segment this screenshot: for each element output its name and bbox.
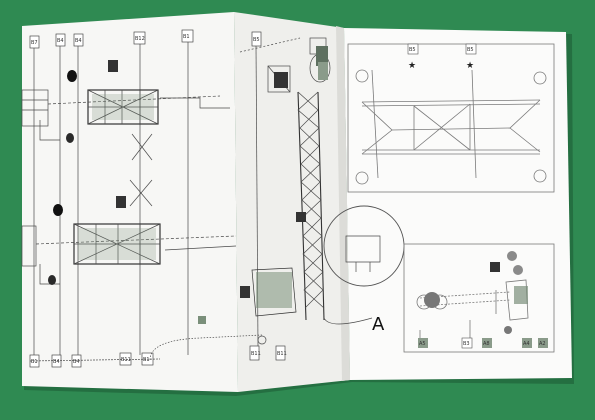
- label-left-top-3: B4: [75, 38, 82, 44]
- left-labels: B7 B4 B4 B12 B1 B1 B4 B4 B11 B1: [31, 34, 190, 365]
- right-diagram: [347, 43, 555, 353]
- star-icon: ★: [408, 61, 416, 71]
- label-left-bottom-5: B1: [143, 357, 150, 363]
- right-labels: B5 B5 A5 B3 A8 A4 A2: [409, 47, 546, 347]
- label-left-top-1: B7: [31, 40, 38, 46]
- label-right-bottom-2: B3: [463, 341, 470, 347]
- right-parts: ★ ★: [407, 43, 548, 349]
- label-right-bottom-1: A5: [419, 341, 426, 347]
- label-left-bottom-2: B4: [53, 359, 60, 365]
- left-page: [22, 12, 238, 392]
- callout-letter: A: [372, 314, 385, 335]
- label-right-bottom-5: A2: [539, 341, 546, 347]
- middle-panel: [234, 12, 350, 392]
- left-diagram: [21, 29, 263, 368]
- label-center-1: B5: [253, 37, 260, 43]
- label-right-bottom-4: A4: [523, 341, 530, 347]
- label-center-2: B11: [251, 351, 261, 357]
- middle-parts: [240, 46, 328, 308]
- fold-shade: [336, 26, 350, 381]
- star-icon: ★: [466, 61, 474, 71]
- label-left-bottom-1: B1: [31, 359, 38, 365]
- label-left-bottom-4: B11: [121, 357, 131, 363]
- left-parts: [48, 60, 206, 324]
- label-right-top-1: B5: [409, 47, 416, 53]
- middle-labels: B5 B11 B11 A: [251, 37, 385, 357]
- label-left-bottom-3: B4: [73, 359, 80, 365]
- label-right-bottom-3: A8: [483, 341, 490, 347]
- label-left-top-2: B4: [57, 38, 64, 44]
- label-right-top-2: B5: [467, 47, 474, 53]
- label-left-top-5: B1: [183, 34, 190, 40]
- label-left-top-4: B12: [135, 36, 145, 42]
- label-center-3: B11: [277, 351, 287, 357]
